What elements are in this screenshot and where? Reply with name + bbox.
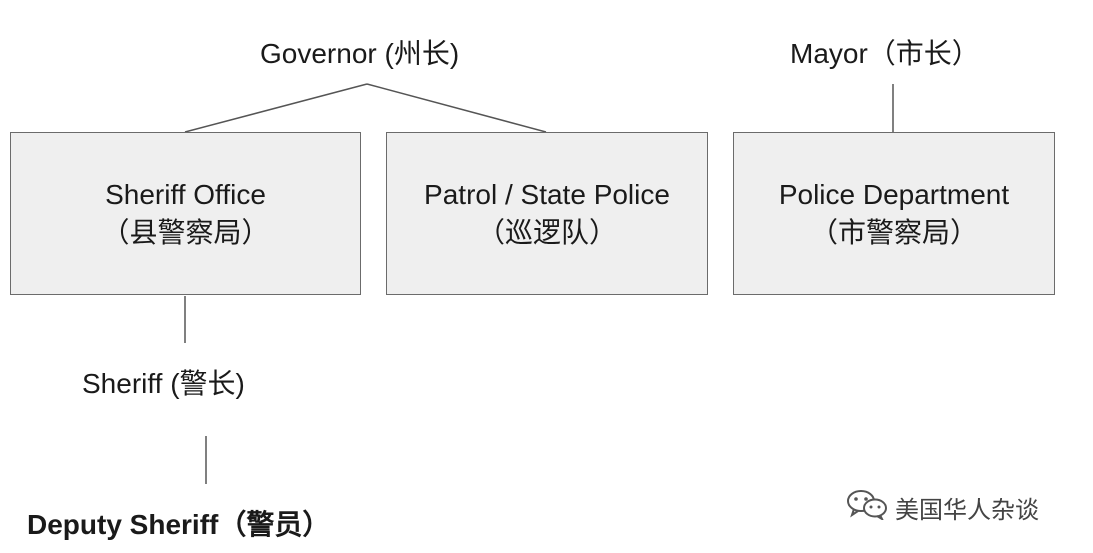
- police-dept-subtitle: （市警察局）: [809, 216, 978, 248]
- sheriff-office-title: Sheriff Office: [105, 178, 266, 210]
- watermark: 美国华人杂谈: [845, 488, 1039, 527]
- patrol-box: Patrol / State Police （巡逻队）: [386, 132, 708, 295]
- watermark-text: 美国华人杂谈: [895, 497, 1039, 524]
- deputy-sheriff-label: Deputy Sheriff（警员）: [27, 509, 331, 540]
- police-dept-box: Police Department （市警察局）: [733, 132, 1055, 295]
- governor-to-sheriff-office-line: [184, 83, 368, 133]
- mayor-label: Mayor（市长）: [790, 38, 980, 69]
- governor-to-patrol-line: [366, 83, 547, 133]
- governor-label: Governor (州长): [260, 38, 460, 69]
- sheriff-label: Sheriff (警长): [82, 368, 245, 399]
- patrol-subtitle: （巡逻队）: [476, 216, 617, 248]
- sheriff-office-subtitle: （县警察局）: [101, 216, 270, 248]
- patrol-title: Patrol / State Police: [424, 178, 670, 210]
- police-dept-title: Police Department: [778, 178, 1010, 210]
- wechat-icon: [845, 488, 889, 527]
- sheriff-office-box: Sheriff Office （县警察局）: [10, 132, 361, 295]
